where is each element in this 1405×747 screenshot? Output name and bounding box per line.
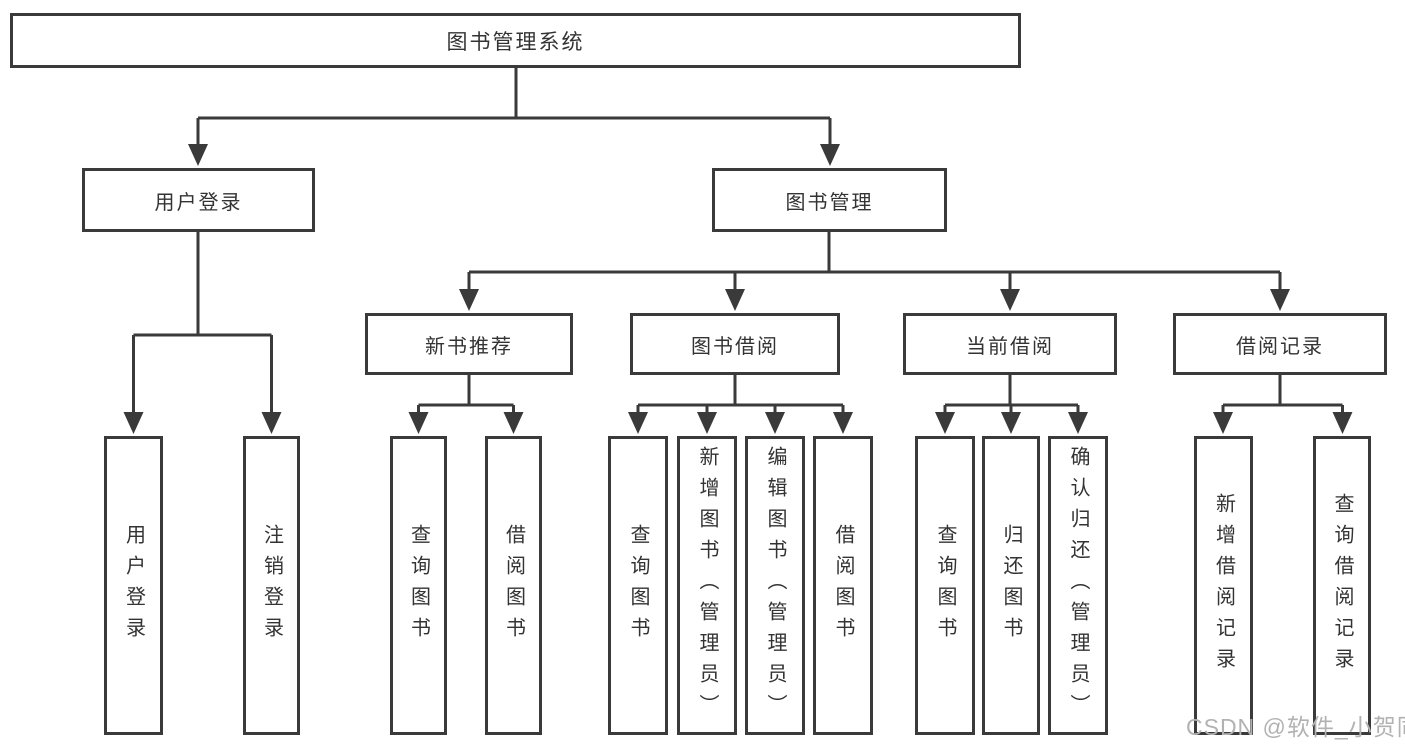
connector-book-management-branch [467,232,1282,291]
arrowhead-icon [935,412,955,434]
node-current-borrowing: 当前借阅 [903,313,1117,375]
node-new-book-recommend: 新书推荐 [365,313,573,375]
node-book-borrowing: 图书借阅 [630,313,840,375]
connector-book-borrowing-branch [636,375,845,414]
node-root-system: 图书管理系统 [10,13,1021,68]
arrowhead-icon [188,144,208,166]
connector-user-login-branch [132,232,273,414]
arrowhead-icon [1001,412,1021,434]
node-user-login: 用户登录 [82,168,315,232]
arrowhead-icon [459,289,479,311]
connector-root-branch [196,68,832,146]
arrowhead-icon [725,289,745,311]
arrowhead-icon [833,412,853,434]
leaf-add-borrow-record: 新增借阅记录 [1194,436,1253,735]
arrowheads [123,144,1353,434]
arrowhead-icon [1068,412,1088,434]
leaf-query-books-current: 查询图书 [915,436,975,735]
leaf-add-books-admin: 新增图书（管理员） [677,436,737,735]
arrowhead-icon [1213,412,1233,434]
arrowhead-icon [628,412,648,434]
connector-new-book-branch [417,375,515,414]
leaf-confirm-return-admin: 确认归还（管理员） [1048,436,1108,735]
watermark: CSDN @软件_小贺同学 [1186,714,1405,740]
arrowhead-icon [123,412,144,434]
arrowhead-icon [261,412,282,434]
leaf-borrow-books-recommend: 借阅图书 [485,436,542,735]
arrowhead-icon [765,412,785,434]
leaf-return-books: 归还图书 [982,436,1040,735]
leaf-logout: 注销登录 [243,436,300,735]
leaf-query-books-recommend: 查询图书 [390,436,447,735]
leaf-user-login: 用户登录 [104,436,163,735]
connector-current-borrowing-branch [943,375,1080,414]
connector-borrow-records-branch [1221,375,1344,414]
arrowhead-icon [697,412,717,434]
arrowhead-icon [408,412,429,434]
leaf-query-borrow-record: 查询借阅记录 [1313,436,1371,735]
leaf-borrow-books-borrowing: 借阅图书 [813,436,873,735]
node-book-management: 图书管理 [712,168,947,232]
arrowhead-icon [1000,289,1020,311]
leaf-edit-books-admin: 编辑图书（管理员） [745,436,805,735]
arrowhead-icon [1332,412,1353,434]
arrowhead-icon [820,144,840,166]
arrowhead-icon [1270,289,1290,311]
arrowhead-icon [503,412,524,434]
node-borrowing-records: 借阅记录 [1173,313,1387,375]
leaf-query-books-borrowing: 查询图书 [608,436,668,735]
